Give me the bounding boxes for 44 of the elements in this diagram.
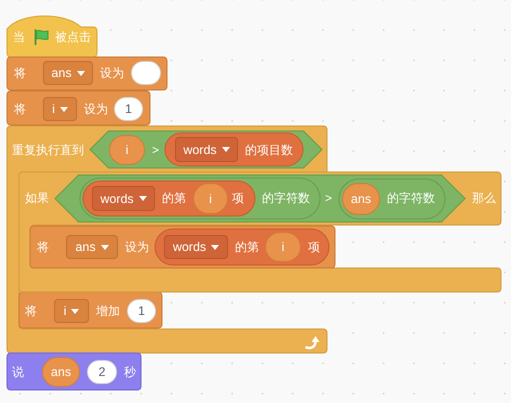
block-text: 设为 (125, 239, 149, 255)
block-text: 被点击 (55, 29, 91, 45)
block-text: 设为 (84, 101, 108, 117)
block-text: 的字符数 (262, 190, 310, 206)
block-text: 如果 (25, 190, 49, 206)
block-text: 秒 (124, 364, 136, 380)
block-text: 那么 (472, 190, 496, 206)
block-text: 的字符数 (387, 190, 435, 206)
command-block (30, 226, 335, 268)
variable-dropdown: words (92, 186, 155, 211)
block-text: 项 (308, 239, 320, 255)
reporter-block (155, 229, 329, 265)
block-text: 设为 (100, 65, 124, 81)
condition-block (90, 131, 322, 168)
block-text: 将 (37, 239, 49, 255)
condition-block (55, 175, 465, 222)
variable-dropdown: ans (43, 61, 93, 85)
block-text: 项 (232, 190, 244, 206)
block-text: > (152, 142, 160, 158)
block-text: 增加 (96, 303, 120, 319)
command-block (7, 353, 141, 390)
block-text: 将 (14, 65, 26, 81)
variable-dropdown: i (43, 97, 77, 121)
if-block (19, 172, 501, 292)
variable-dropdown: words (164, 235, 228, 259)
reporter-block (165, 133, 303, 166)
block-text: 说 (12, 364, 24, 380)
variable-dropdown: ans (66, 235, 118, 259)
command-block (7, 57, 167, 90)
block-text: 重复执行直到 (12, 142, 84, 158)
command-block (7, 91, 150, 125)
variable-dropdown: i (54, 299, 89, 323)
reporter-block (83, 181, 255, 216)
command-block (19, 292, 162, 328)
block-text: 的第 (235, 239, 259, 255)
block-text: 的第 (162, 190, 186, 206)
block-text: > (325, 190, 332, 206)
block-text: 将 (25, 303, 37, 319)
block-text: 的项目数 (245, 142, 293, 158)
variable-dropdown: words (175, 137, 238, 162)
block-text: 将 (14, 101, 26, 117)
reporter-block (80, 178, 320, 219)
block-text: 当 (13, 29, 25, 45)
reporter-block (339, 179, 445, 219)
